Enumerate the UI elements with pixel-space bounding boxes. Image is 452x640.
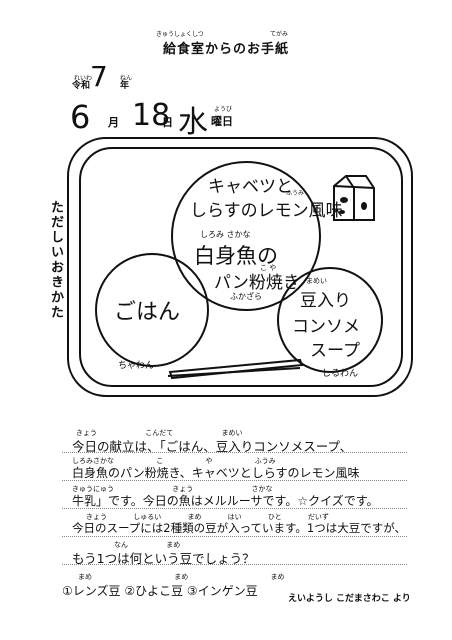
letter-line2: 白身魚のパン粉焼き、キャベツとしらすのレモン風味 [72, 466, 360, 480]
title-ruby-right: てがみ [270, 31, 289, 38]
date-weekday: 水 [178, 105, 208, 140]
page-title: 給食室からのお手紙 [162, 42, 289, 57]
soup-ruby: まめい [306, 277, 327, 285]
letter-line3-ruby: きゅうにゅう きょう さかな [72, 485, 273, 493]
soup-bowl-label: しるわん [322, 369, 359, 379]
letter-line4-ruby: きょう しゅるい まめ はい ひと だいず [86, 513, 329, 521]
salad-ruby: ふうみ [286, 190, 305, 197]
tray-inner [79, 147, 403, 387]
date-month: 6 [70, 98, 91, 136]
letter-line1: 今日の献立は、「ごはん、豆入りコンソメスープ、 [72, 439, 353, 454]
milk-carton-icon [333, 175, 375, 221]
weekday-label: 曜日 [211, 115, 233, 128]
soup-line1: 豆入り [300, 291, 351, 311]
rice-label: ごはん [114, 300, 181, 325]
tray-outer [67, 137, 413, 397]
letter-line2-ruby: しろみさかな こ や ふうみ [72, 457, 276, 465]
fish-ruby2: こ や [260, 264, 277, 272]
fish-line1: 白身魚の [194, 244, 278, 268]
year-label: 年 [120, 81, 130, 91]
soup-line3: スープ [310, 341, 360, 361]
year-ruby: ねん [120, 75, 133, 82]
salad-plate [171, 161, 321, 311]
milk-carton-spots [339, 197, 367, 214]
chopsticks-icon [167, 358, 304, 380]
title-ruby-left: きゅうしょくしつ [156, 31, 204, 38]
soup-line2: コンソメ [292, 317, 360, 337]
options-ruby: まめ まめ まめ [78, 573, 285, 581]
quiz-options: ①レンズ豆 ②ひよこ豆 ③インゲン豆 [62, 584, 258, 598]
fish-ruby3: ふかざら [230, 292, 262, 301]
weekday-ruby: ようび [214, 106, 233, 113]
era-label: 令和 [72, 81, 91, 91]
letter-line5: もう1つは何という豆でしょう？ [72, 551, 255, 566]
side-label: ただしいおきかた [48, 200, 63, 320]
month-label: 月 [108, 116, 119, 129]
ruled-line [62, 480, 407, 481]
ruled-line [62, 508, 407, 509]
era-ruby: れいわ [74, 75, 93, 82]
rice-bowl-label: ちゃわん [118, 361, 155, 371]
fish-ruby: しろみ さかな [200, 230, 251, 239]
salad-line1: キャベツと [208, 177, 293, 197]
ruled-line [62, 564, 407, 565]
signature: えいようし こだまさわこ より [288, 594, 411, 604]
ruled-line [62, 452, 407, 453]
date-day: 18 [132, 98, 171, 133]
day-label: 日 [162, 116, 173, 129]
letter-line1-ruby: きょう こんだて まめい [76, 429, 243, 437]
letter-line4: 今日のスープには2種類の豆が入っています。1つは大豆ですが、 [72, 521, 406, 535]
rice-bowl [95, 253, 209, 367]
ruled-line [62, 536, 407, 537]
letter-line3: 牛乳」です。今日の魚はメルルーサです。☆クイズです。 [72, 494, 379, 508]
soup-bowl [277, 267, 383, 373]
fish-line2: パン粉焼き [214, 273, 300, 293]
letter-line5-ruby: なん まめ [114, 541, 181, 549]
salad-line2: しらすのレモン風味 [190, 201, 343, 221]
era-year: 7 [90, 60, 108, 93]
